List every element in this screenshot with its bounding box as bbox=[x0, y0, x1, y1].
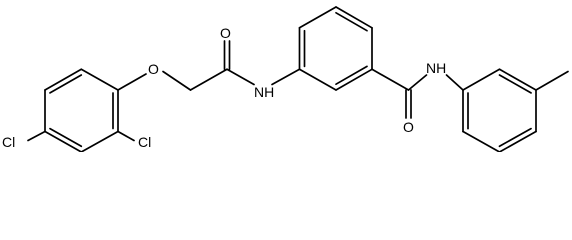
chlorine-label: Cl bbox=[2, 134, 15, 150]
bond bbox=[226, 68, 255, 86]
bond bbox=[335, 6, 373, 29]
molecule-structure: Cl Cl O O NH O NH bbox=[2, 6, 569, 152]
nitrogen-h-label: NH bbox=[254, 84, 274, 100]
oxygen-label: O bbox=[220, 25, 231, 41]
bond bbox=[335, 68, 373, 91]
bond bbox=[49, 74, 83, 94]
bond bbox=[498, 127, 532, 148]
bond bbox=[117, 130, 135, 142]
nitrogen-h-label: NH bbox=[426, 60, 446, 76]
bond bbox=[498, 130, 537, 152]
oxygen-label: O bbox=[148, 61, 159, 77]
bond bbox=[498, 68, 537, 91]
bond bbox=[298, 6, 337, 29]
bond bbox=[44, 130, 83, 152]
bond bbox=[335, 11, 368, 32]
bond bbox=[298, 68, 337, 91]
bond bbox=[445, 74, 464, 91]
atom-labels: Cl Cl O O NH O NH bbox=[2, 25, 446, 150]
bond bbox=[162, 70, 192, 91]
bond bbox=[117, 73, 147, 91]
bond bbox=[80, 130, 119, 152]
bond bbox=[189, 68, 228, 91]
bond bbox=[80, 68, 119, 91]
chlorine-label: Cl bbox=[138, 134, 151, 150]
bond bbox=[335, 65, 368, 86]
bond bbox=[44, 68, 83, 91]
bonds bbox=[27, 6, 569, 152]
bond bbox=[49, 127, 83, 148]
bond bbox=[271, 68, 301, 86]
bond bbox=[498, 74, 532, 94]
bond bbox=[462, 130, 501, 152]
bond bbox=[407, 74, 428, 91]
bond bbox=[535, 70, 569, 91]
bond bbox=[371, 68, 410, 91]
bond bbox=[462, 68, 501, 91]
oxygen-label: O bbox=[403, 119, 414, 135]
bond bbox=[27, 130, 46, 142]
